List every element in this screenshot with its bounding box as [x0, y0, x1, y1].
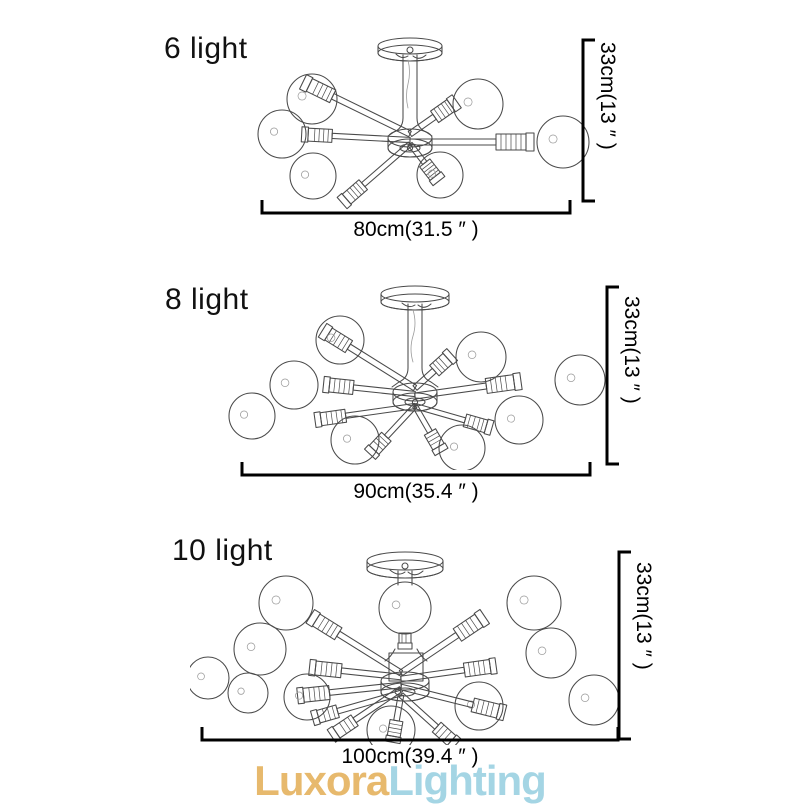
- chandelier-drawing-10-light: [190, 551, 620, 745]
- watermark-secondary-text: Lighting: [388, 757, 547, 804]
- height-dimension-label: 33cm(13 ″ ): [596, 42, 619, 150]
- height-dimension-label: 33cm(13 ″ ): [632, 562, 655, 670]
- width-dimension-bracket: [240, 462, 592, 477]
- watermark-logo: LuxoraLighting: [0, 760, 800, 802]
- variant-ten-light: 10 light: [0, 510, 800, 800]
- variant-title: 10 light: [172, 534, 273, 567]
- height-dimension-bracket: [617, 550, 631, 741]
- watermark-primary-text: Luxora: [254, 757, 389, 804]
- variant-eight-light: 8 light: [0, 250, 800, 510]
- chandelier-drawing-8-light: [228, 285, 606, 470]
- variant-title: 6 light: [164, 32, 248, 65]
- width-dimension-bracket: [200, 727, 620, 742]
- width-dimension-label: 90cm(35.4 ″ ): [353, 480, 479, 503]
- height-dimension-bracket: [605, 285, 619, 466]
- height-dimension-bracket: [581, 38, 595, 203]
- width-dimension-bracket: [260, 200, 572, 215]
- variant-title: 8 light: [165, 283, 249, 316]
- variant-six-light: 6 light: [0, 0, 800, 250]
- width-dimension-label: 80cm(31.5 ″ ): [353, 218, 479, 241]
- chandelier-drawing-6-light: [257, 37, 590, 210]
- width-dimension-label: 100cm(39.4 ″ ): [341, 745, 479, 768]
- height-dimension-label: 33cm(13 ″ ): [620, 296, 643, 404]
